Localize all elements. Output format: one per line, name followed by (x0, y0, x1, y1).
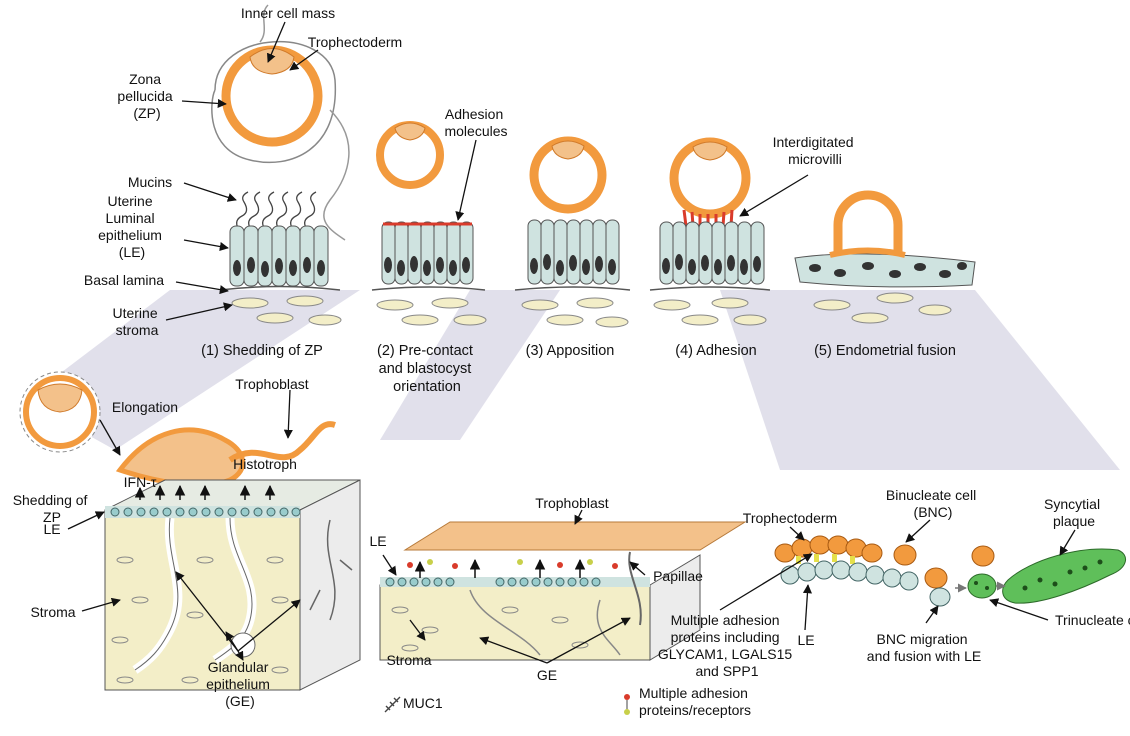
trophoblast-strand (230, 424, 335, 460)
label-mucins: Mucins (128, 174, 172, 190)
wedge-right (720, 290, 1120, 470)
trinucleate-cell (968, 574, 996, 598)
stage-label-5: (5) Endometrial fusion (814, 343, 956, 359)
label-le-left: LE (43, 521, 60, 537)
label-zona-pellucida: Zona pellucida (ZP) (117, 71, 176, 121)
legend-adhesion-receptors: Multiple adhesion proteins/receptors (639, 685, 752, 718)
label-trophoblast-middle: Trophoblast (535, 495, 609, 511)
middle-block-front (380, 585, 650, 660)
label-histotroph: Histotroph (233, 456, 297, 472)
mucins (237, 192, 316, 228)
label-ifn-tau: IFN-τ (124, 474, 157, 490)
le-cells-1 (230, 226, 328, 286)
stage-label-3: (3) Apposition (526, 343, 615, 359)
basal-lamina-2 (372, 287, 485, 290)
syncytial-plaque-shape (1003, 549, 1126, 603)
le-dots-left (111, 508, 300, 516)
label-syncytial-plaque: Syncytial plaque (1044, 496, 1104, 529)
right-panel (775, 536, 1126, 606)
le-cells-2 (382, 222, 473, 284)
adhesion-dots-middle (407, 559, 618, 569)
label-le-right: LE (797, 632, 814, 648)
adhesion-receptor-symbol (624, 694, 630, 715)
le-cells-4 (660, 222, 764, 284)
label-adhesion-molecules: Adhesion molecules (444, 106, 507, 139)
bnc-fused-le (930, 588, 950, 606)
stage-label-1: (1) Shedding of ZP (201, 343, 323, 359)
label-uterine-le: Uterine Luminal epithelium (LE) (98, 193, 166, 260)
label-papillae: Papillae (653, 568, 703, 584)
le-cells-right (781, 561, 918, 590)
up-arrows-middle (420, 560, 580, 578)
label-ge: GE (537, 667, 557, 683)
left-panel (20, 372, 360, 690)
label-binucleate-cell: Binucleate cell (BNC) (886, 487, 980, 520)
label-basal-lamina: Basal lamina (84, 272, 164, 288)
label-stroma-middle: Stroma (386, 652, 431, 668)
label-trinucleate-cell: Trinucleate cell (1055, 612, 1130, 628)
label-glandular-epithelium: Glandular epithelium (GE) (206, 659, 274, 709)
label-le-middle: LE (369, 533, 386, 549)
label-trophectoderm-right: Trophectoderm (743, 510, 837, 526)
muc1-symbol (385, 697, 400, 712)
trophoblast-sheet (405, 522, 745, 550)
legend: MUC1 Multiple adhesion proteins/receptor… (385, 685, 752, 718)
stage-label-4: (4) Adhesion (675, 343, 756, 359)
label-trophoblast-left: Trophoblast (235, 376, 309, 392)
label-interdigitated-microvilli: Interdigitated microvilli (773, 134, 858, 167)
block-side (300, 480, 360, 690)
label-trophectoderm: Trophectoderm (308, 34, 402, 50)
label-inner-cell-mass: Inner cell mass (241, 5, 335, 21)
basal-lamina-4 (650, 287, 770, 290)
legend-muc1: MUC1 (403, 695, 443, 711)
endometrial-fused-layer (795, 254, 975, 287)
le-cells-3 (528, 220, 619, 284)
trophectoderm-cells-right (775, 536, 882, 562)
label-uterine-stroma: Uterine stroma (112, 305, 161, 338)
label-multiple-adhesion: Multiple adhesion proteins including GLY… (658, 612, 796, 679)
fused-trophectoderm (838, 195, 898, 252)
label-stroma-left: Stroma (30, 604, 75, 620)
basal-lamina-3 (515, 287, 630, 290)
label-elongation: Elongation (112, 399, 178, 415)
label-bnc-migration: BNC migration and fusion with LE (867, 631, 981, 664)
basal-lamina-1 (220, 287, 340, 291)
